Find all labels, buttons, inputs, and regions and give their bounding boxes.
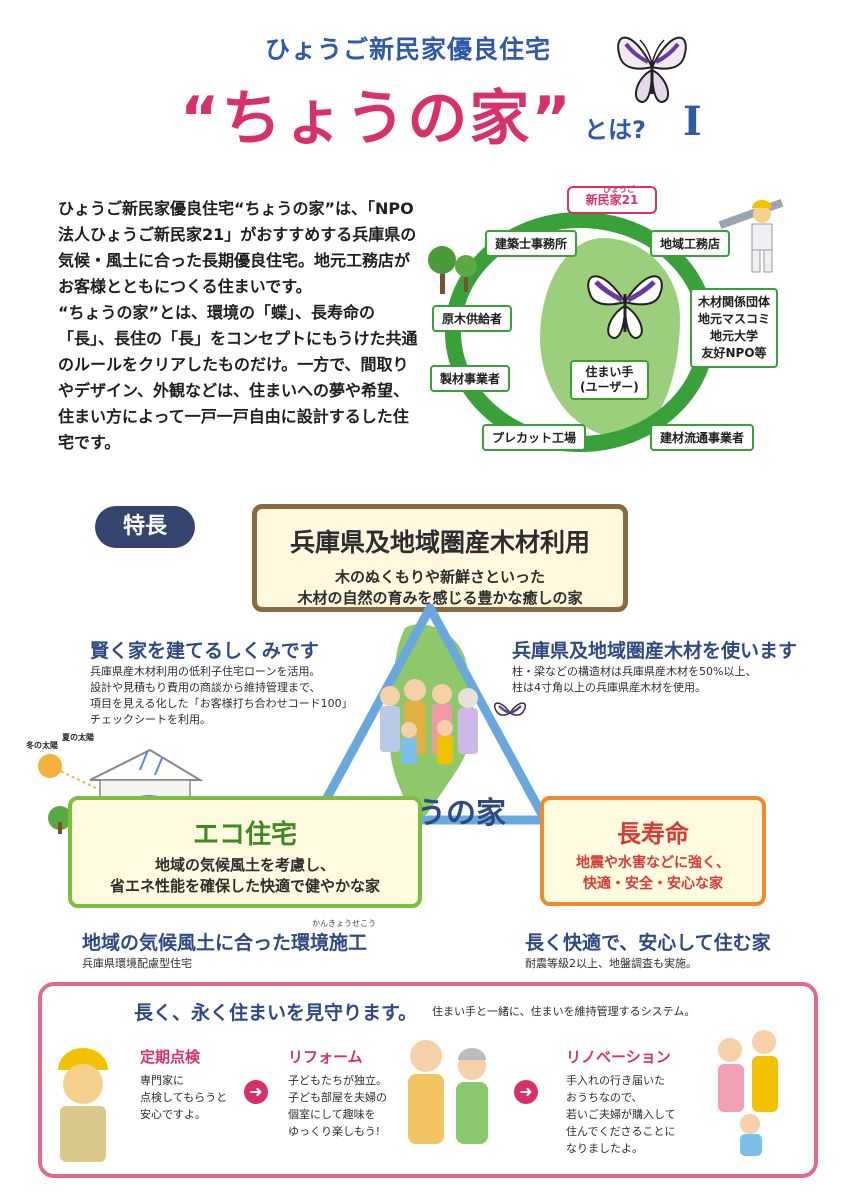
step-line: なりましたよ。 (566, 1142, 643, 1155)
intro-text: ひょうご新民家優良住宅“ちょうの家”は、「NPO法人ひょうご新民家21」がおすす… (58, 196, 418, 456)
arrow-right-icon: ➜ (514, 1080, 538, 1104)
smart-line: 項目を見える化した「お客様打ち合わせコード100」 (90, 697, 353, 710)
diagram-butterfly-icon (587, 275, 663, 340)
step-line: 子どもたちが独立。 (288, 1074, 387, 1087)
step-line: 専門家に (140, 1074, 184, 1087)
logo-small-text: ひょうご (603, 185, 635, 194)
step-line: 安心ですよ。 (140, 1108, 206, 1121)
step-reform-body: 子どもたちが独立。 子ども部屋を夫婦の 個室にして趣味を ゆっくり楽しもう! (288, 1072, 387, 1140)
node-user-line2: (ユーザー) (580, 380, 639, 394)
header-numeral: I (683, 98, 702, 145)
step-inspection-body: 専門家に 点検してもらうと 安心ですよ。 (140, 1072, 227, 1123)
maintenance-title: 長く、永く住まいを見守ります。 (134, 1002, 418, 1024)
tree-icon (428, 246, 477, 294)
features-badge: 特長 (95, 506, 195, 548)
feature-eco-heading: エコ住宅 (192, 820, 297, 850)
feature-wood-box: 兵庫県及地域圏産木材利用 木のぬくもりや新鮮さといった 木材の自然の育みを感じる… (252, 504, 628, 612)
feature-eco-box: エコ住宅 地域の気候風土を考慮し、 省エネ性能を確保した快適で健やかな家 (68, 796, 422, 908)
feature-eco-body-1: 地域の気候風土を考慮し、 (154, 856, 335, 874)
feature-eco-body-2: 省エネ性能を確保した快適で健やかな家 (109, 877, 380, 895)
step-inspection-heading: 定期点検 (140, 1048, 201, 1066)
step-line: 若いご夫婦が購入して (566, 1108, 676, 1121)
node-precut: プレカット工場 (482, 424, 587, 451)
step-line: 手入れの行き届いた (566, 1074, 665, 1087)
concept-triangle (310, 603, 550, 825)
logo-text: 新民家21 (585, 193, 639, 207)
use-wood-line: 柱は4寸角以上の兵庫県産木材を使用。 (512, 681, 706, 694)
arrow-right-icon: ➜ (244, 1080, 268, 1104)
winter-sun-label: 冬の太陽 (26, 741, 58, 750)
step-renovation-heading: リノベーション (566, 1048, 671, 1066)
step-line: 住んでくださることに (566, 1125, 676, 1138)
smart-body: 兵庫県産木材利用の低利子住宅ローンを活用。 設計や見積もり費用の商談から維持管理… (90, 664, 353, 728)
env-ruby: かんきょうせこう (312, 919, 376, 928)
summer-sun-label: 夏の太陽 (62, 733, 94, 742)
env-sub: 兵庫県環境配慮型住宅 (82, 957, 192, 970)
step-line: 子ども部屋を夫婦の (288, 1091, 387, 1104)
header-title: “ちょうの家” (180, 84, 573, 154)
feature-longevity-body-1: 地震や水害などに強く、 (576, 855, 730, 871)
butterfly-icon (617, 36, 687, 104)
feature-longevity-box: 長寿命 地震や水害などに強く、 快適・安全・安心な家 (540, 796, 766, 906)
worker-icon (718, 198, 784, 273)
partner-item: 地元大学 (710, 329, 759, 343)
intro-paragraph-2: “ちょうの家”とは、環境の「蝶」、長寿命の「長」、長住の「長」をコンセプトにもう… (58, 303, 418, 452)
node-distributor: 建材流通事業者 (650, 424, 755, 451)
comfort-sub: 耐震等級2以上、地盤調査も実施。 (525, 957, 697, 970)
node-user-line1: 住まい手 (585, 365, 634, 379)
smart-line: チェックシートを利用。 (90, 713, 211, 726)
node-builder: 地域工務店 (650, 230, 731, 257)
comfort-heading: 長く快適で、安心して住む家 (525, 932, 771, 954)
node-user: 住まい手 (ユーザー) (570, 360, 649, 400)
feature-longevity-body-2: 快適・安全・安心な家 (583, 876, 723, 892)
node-timber-supplier: 原木供給者 (432, 305, 513, 332)
maintenance-subtitle: 住まい手と一緒に、住まいを維持管理するシステム。 (432, 1005, 696, 1018)
smart-heading: 賢く家を建てるしくみです (90, 640, 319, 662)
inspector-illustration (58, 1048, 108, 1162)
use-wood-heading: 兵庫県及地域圏産木材を使います (512, 640, 798, 662)
node-sawmill: 製材事業者 (430, 365, 511, 392)
step-line: ゆっくり楽しもう! (288, 1125, 381, 1138)
feature-wood-heading: 兵庫県及地域圏産木材利用 (289, 528, 590, 557)
partner-item: 木材関係団体 (698, 295, 771, 309)
young-family-illustration (718, 1030, 778, 1156)
feature-longevity-heading: 長寿命 (617, 820, 689, 848)
env-heading: 地域の気候風土に合った環境施工 (82, 932, 368, 954)
use-wood-body: 柱・梁などの構造材は兵庫県産木材を50%以上、 柱は4寸角以上の兵庫県産木材を使… (512, 664, 756, 696)
node-architect: 建築士事務所 (485, 230, 578, 257)
use-wood-line: 柱・梁などの構造材は兵庫県産木材を50%以上、 (512, 665, 757, 678)
smart-line: 兵庫県産木材利用の低利子住宅ローンを活用。 (90, 665, 321, 678)
elderly-couple-illustration (408, 1040, 488, 1144)
intro-paragraph-1: ひょうご新民家優良住宅“ちょうの家”は、「NPO法人ひょうご新民家21」がおすす… (58, 199, 417, 296)
partner-item: 地元マスコミ (698, 312, 771, 326)
step-reform-heading: リフォーム (288, 1048, 363, 1066)
step-line: 点検してもらうと (140, 1091, 228, 1104)
header-subtitle: ひょうご新民家優良住宅 (265, 35, 552, 64)
step-line: 個室にして趣味を (288, 1108, 376, 1121)
smart-line: 設計や見積もり費用の商談から維持管理まで、 (90, 681, 321, 694)
partner-item: 友好NPO等 (701, 346, 767, 360)
node-partners: 木材関係団体 地元マスコミ 地元大学 友好NPO等 (690, 288, 779, 368)
feature-wood-body-1: 木のぬくもりや新鮮さといった (334, 568, 545, 586)
shinminka21-logo: ひょうご 新民家21 (567, 185, 657, 214)
feature-wood-body-2: 木材の自然の育みを感じる豊かな癒しの家 (297, 589, 583, 607)
step-renovation-body: 手入れの行き届いた おうちなので、 若いご夫婦が購入して 住んでくださることに … (566, 1072, 676, 1157)
family-illustration (380, 679, 478, 764)
step-line: おうちなので、 (566, 1091, 643, 1104)
header-title-suffix: とは? (584, 116, 646, 144)
